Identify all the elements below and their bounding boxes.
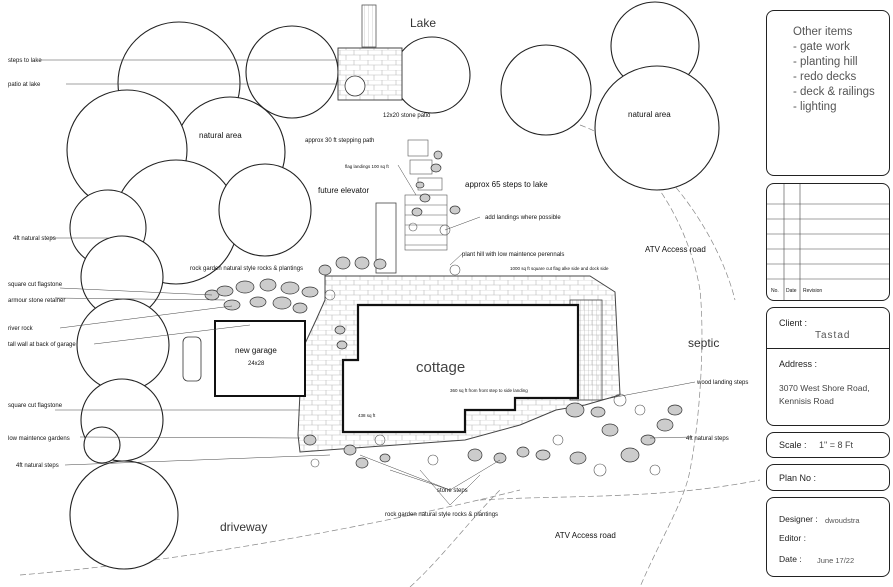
designer-label: Designer : — [779, 514, 818, 524]
scale-value: 1" = 8 Ft — [819, 440, 853, 450]
label-rock-garden-top: rock garden natural style rocks & planti… — [190, 266, 303, 272]
plan-no-label: Plan No : — [779, 473, 817, 483]
label-stone-patio: 12x20 stone patio — [383, 113, 431, 119]
label-sq-ft-note: 1000 sq ft square cut flag alke side and… — [510, 266, 609, 271]
steps-to-lake — [404, 139, 448, 251]
address-line1: 3070 West Shore Road, — [779, 383, 870, 393]
label-add-landings: add landings where possible — [485, 215, 561, 221]
cottage-footprint[interactable] — [341, 303, 580, 434]
revision-grid — [767, 184, 889, 300]
label-4ft-steps-b: 4ft natural steps — [686, 436, 729, 442]
note-line: - redo decks — [793, 71, 857, 83]
label-rock-garden-bottom: rock garden natural style rocks & planti… — [385, 512, 498, 518]
scale-panel: Scale : 1" = 8 Ft — [766, 432, 890, 458]
rock-garden-rocks — [204, 150, 683, 469]
label-natural-area-right: natural area — [628, 110, 671, 119]
note-line: - deck & railings — [793, 86, 875, 98]
plantings — [310, 222, 661, 477]
label-atv-road-top: ATV Access road — [645, 245, 706, 254]
label-4ft-steps-a: 4ft natural steps — [13, 236, 56, 242]
label-low-maintence: low maintence gardens — [8, 436, 70, 442]
label-future-elevator: future elevator — [318, 186, 369, 195]
label-armour-stone: armour stone retainer — [8, 298, 65, 304]
rev-header-revision: Revision — [803, 288, 823, 294]
client-panel: Client : Tastad Address : 3070 West Shor… — [766, 307, 890, 426]
address-line2: Kennisis Road — [779, 396, 834, 406]
new-garage[interactable] — [214, 320, 306, 397]
note-line: - gate work — [793, 41, 850, 53]
date-value: June 17/22 — [817, 556, 855, 565]
label-natural-area-left: natural area — [199, 131, 242, 140]
rev-header-date: Date — [786, 288, 797, 294]
note-line: Other items — [793, 26, 853, 38]
label-river-rock: river rock — [8, 326, 34, 332]
label-front-step-note: 360 sq ft from front step to side landin… — [450, 388, 528, 393]
label-tall-wall: tall wall at back of garage — [8, 342, 76, 348]
trees — [66, 1, 720, 570]
label-steps-count: approx 65 steps to lake — [465, 180, 548, 189]
label-new-garage: new garage — [235, 346, 277, 355]
client-name: Tastad — [815, 330, 851, 341]
label-stone-steps: stone steps — [437, 488, 468, 494]
label-stepping-path: approx 30 ft stepping path — [305, 138, 374, 144]
label-cottage: cottage — [416, 359, 465, 376]
label-atv-road-bottom: ATV Access road — [555, 531, 616, 540]
rev-header-no: No. — [771, 288, 779, 294]
label-square-cut-a: square cut flagstone — [8, 282, 63, 288]
car — [182, 336, 202, 382]
address-label: Address : — [779, 359, 818, 369]
label-septic: septic — [688, 336, 719, 350]
label-flag-landings: flag landings 100 sq ft — [345, 164, 390, 169]
label-patio-at-lake: patio at lake — [8, 82, 41, 88]
designer-value: dwoudstra — [825, 516, 860, 525]
designer-panel: Designer : dwoudstra Editor : Date : Jun… — [766, 497, 890, 577]
label-4ft-steps-c: 4ft natural steps — [16, 463, 59, 469]
label-driveway: driveway — [220, 520, 267, 534]
label-steps-to-lake: steps to lake — [8, 58, 42, 64]
label-sq-ft-small: 438 sq ft — [358, 413, 376, 418]
label-garage-size: 24x28 — [248, 361, 265, 367]
leader-lines — [40, 59, 696, 506]
revision-table: No. Date Revision — [766, 183, 890, 301]
future-elevator — [375, 202, 397, 274]
note-line: - lighting — [793, 101, 837, 113]
label-square-cut-b: square cut flagstone — [8, 403, 63, 409]
note-line: - planting hill — [793, 56, 858, 68]
dock — [361, 4, 377, 48]
plan-no-panel: Plan No : — [766, 464, 890, 491]
client-label: Client : — [779, 318, 808, 328]
label-wood-landing-steps: wood landing steps — [696, 380, 748, 386]
label-lake: Lake — [410, 16, 436, 30]
date-label: Date : — [779, 554, 802, 564]
scale-label: Scale : — [779, 440, 807, 450]
other-items-panel: Other items - gate work - planting hill … — [766, 10, 890, 176]
editor-label: Editor : — [779, 533, 806, 543]
label-plant-hill: plant hill with low maintence perennals — [462, 252, 564, 258]
